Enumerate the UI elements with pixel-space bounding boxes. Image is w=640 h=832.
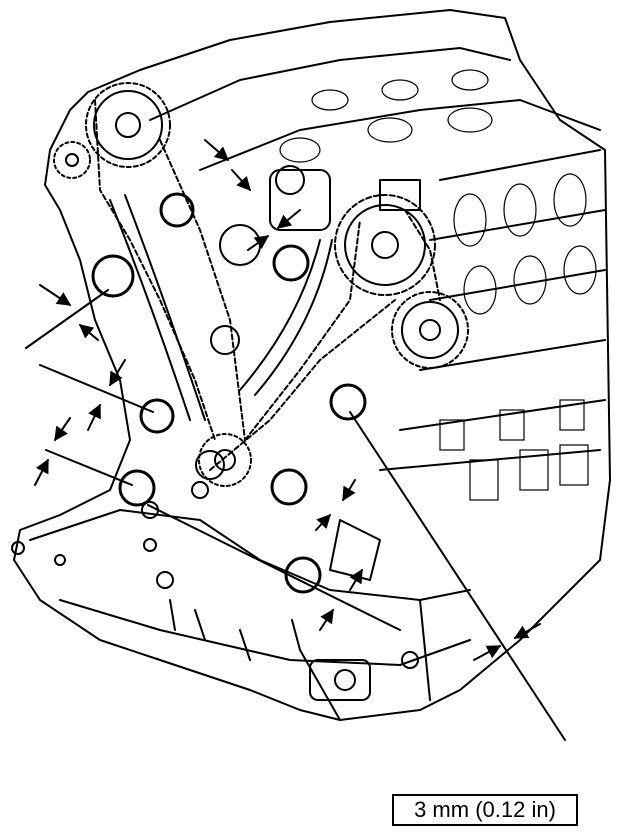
direction-arrows: [34, 139, 541, 661]
right-cam-sprocket-upper: [334, 194, 436, 296]
right-cam-sprocket-lower: [391, 291, 469, 369]
valve-train-detail: [279, 69, 597, 501]
bead-width-lines: [25, 289, 566, 741]
sealant-application-points: [91, 192, 367, 594]
crankshaft-sprocket: [198, 433, 252, 487]
engine-block: [11, 9, 611, 721]
misc-components: [141, 165, 421, 661]
chain-guides: [109, 194, 333, 421]
timing-chain: [94, 99, 441, 471]
bead-width-spec-label: 3 mm (0.12 in): [392, 794, 578, 826]
idler-sprocket-left: [53, 141, 91, 179]
upper-left-cam-sprocket: [85, 82, 171, 168]
